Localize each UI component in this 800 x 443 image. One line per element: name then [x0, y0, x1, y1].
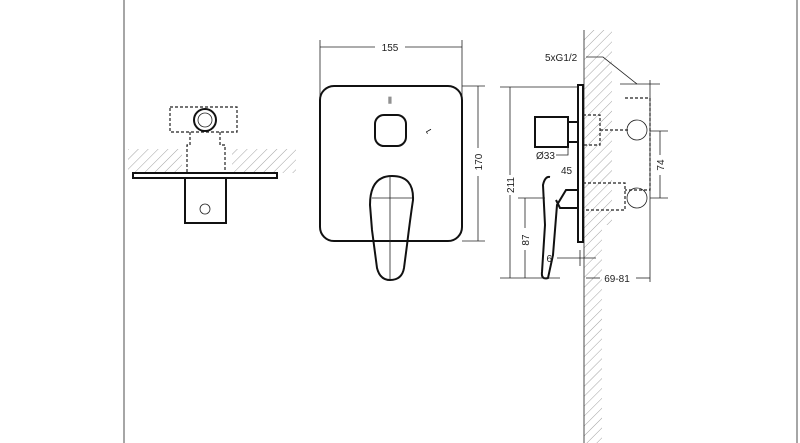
- front-view: 155 ⫼ ⌐ 170: [319, 40, 485, 282]
- trim-plate: [319, 85, 463, 242]
- offset-label: 45: [561, 166, 573, 177]
- side-view: 211 87 74 6 69-81 Ø33 45 5xG1/2: [500, 30, 668, 443]
- valve-port-inner: [197, 112, 213, 128]
- cover-plate: [132, 172, 278, 179]
- shower-outlet-icon: ⌐: [424, 126, 436, 138]
- cartridge-hole: [199, 203, 211, 215]
- side-cover-plate: [577, 84, 584, 243]
- valve-body-outline: [169, 106, 238, 133]
- diverter-button: [374, 114, 407, 147]
- total-height-label: 211: [506, 177, 517, 193]
- diameter-label: Ø33: [536, 151, 555, 162]
- cartridge-body: [184, 178, 227, 224]
- valve-stem-outline: [186, 132, 226, 173]
- diverter-knob-side: [534, 116, 569, 148]
- mixer-lever-handle: [368, 174, 415, 282]
- lever-handle-side: [540, 175, 579, 280]
- depth-label: 69-81: [604, 274, 630, 285]
- spacing-label: 74: [656, 159, 667, 171]
- handle-height-label: 87: [521, 234, 532, 246]
- valve-port-circle: [193, 108, 217, 132]
- wall-hatching-upper: [584, 30, 612, 225]
- plate-thickness-label: 6: [546, 254, 552, 265]
- wall-hatching-right: [232, 149, 296, 173]
- height-dimension-label: 170: [474, 153, 485, 170]
- wall-hatching-left: [128, 149, 182, 173]
- bath-outlet-icon: ⫼: [388, 96, 392, 105]
- side-section-view: [128, 106, 296, 224]
- wall-hatching-lower: [584, 225, 602, 443]
- width-dimension-label: 155: [382, 43, 399, 54]
- connections-label: 5xG1/2: [545, 53, 578, 64]
